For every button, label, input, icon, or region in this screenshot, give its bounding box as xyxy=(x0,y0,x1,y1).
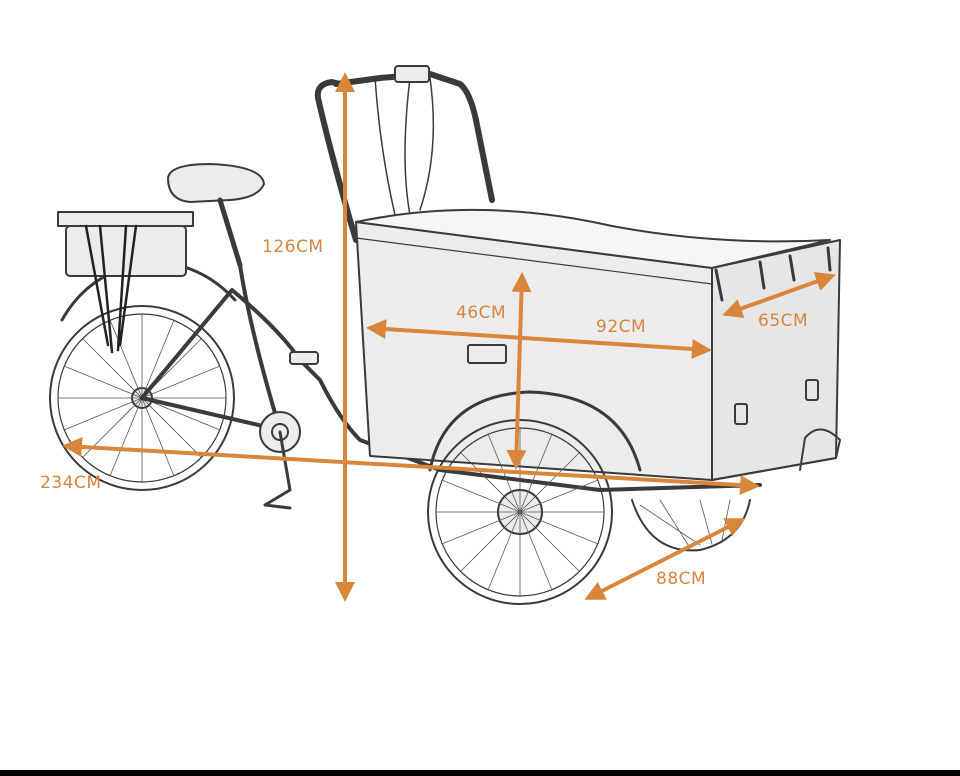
total-length-arrow xyxy=(62,436,760,496)
pedal xyxy=(289,351,319,365)
total-width-arrow xyxy=(584,518,746,600)
dimension-arrows xyxy=(62,72,836,602)
box-width-label: 65CM xyxy=(758,311,808,331)
box-length-label: 92CM xyxy=(596,317,646,337)
bottom-bar xyxy=(0,770,960,776)
height-label: 126CM xyxy=(262,237,324,257)
handlebar xyxy=(333,71,495,203)
display-unit xyxy=(394,65,430,83)
dimension-labels: 126CM 46CM 92CM 65CM 234CM 88CM xyxy=(40,237,808,589)
box-depth-label: 46CM xyxy=(456,303,506,323)
total-length-label: 234CM xyxy=(40,473,102,493)
rear-rack xyxy=(57,211,194,227)
bike-frame xyxy=(140,263,762,492)
saddle xyxy=(167,163,265,203)
brake-cables xyxy=(374,77,435,216)
front-axle xyxy=(711,428,841,481)
rack-straps xyxy=(84,224,138,354)
steering-column xyxy=(314,79,359,243)
cargo-box xyxy=(355,208,841,481)
seatpost xyxy=(217,197,243,268)
cargo-bike-drawing xyxy=(49,65,841,605)
total-width-label: 88CM xyxy=(656,569,706,589)
box-length-arrow xyxy=(366,319,712,359)
box-depth-arrow xyxy=(506,272,532,470)
box-width-arrow xyxy=(722,271,836,319)
